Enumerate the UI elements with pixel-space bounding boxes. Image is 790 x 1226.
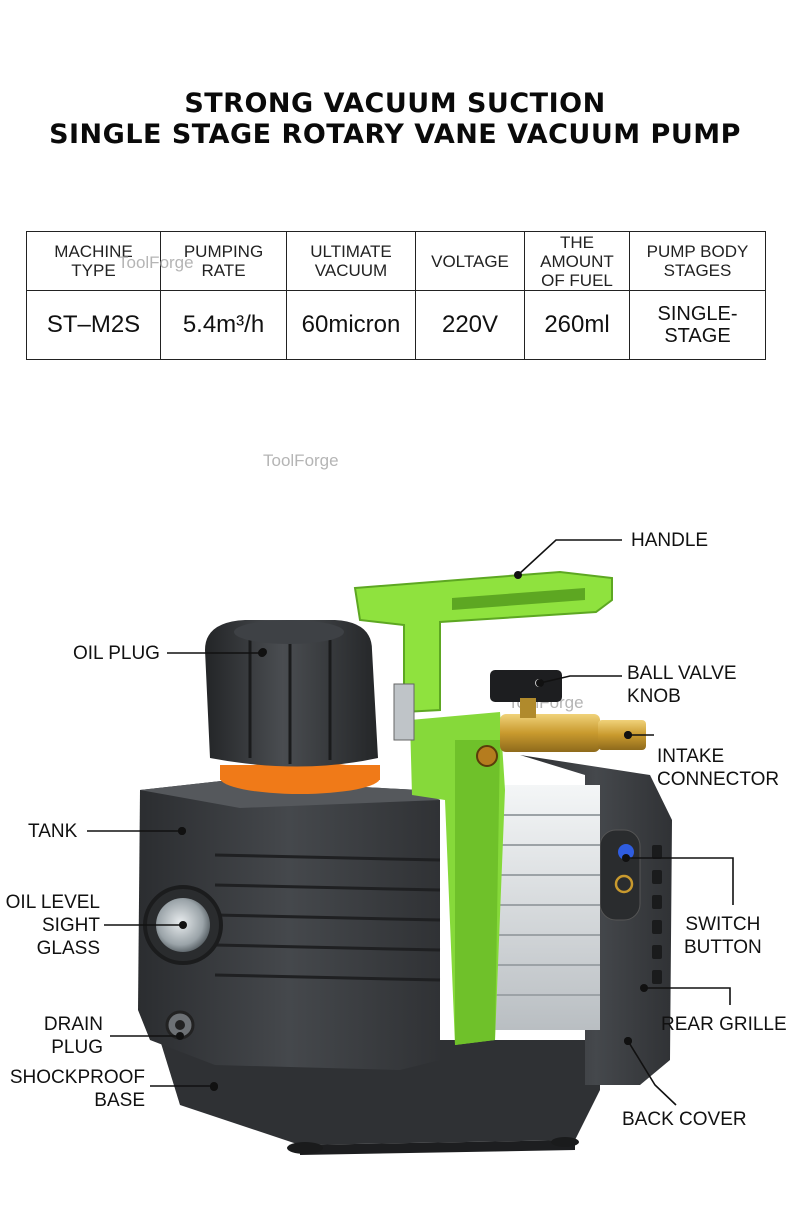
spec-value-cell: 60micron	[286, 290, 416, 360]
switch-button-shape	[618, 844, 634, 860]
spec-value-cell: 5.4m³/h	[160, 290, 287, 360]
handle-label: HANDLE	[631, 530, 709, 551]
oil-level-sight-glass-label: OIL LEVEL SIGHT GLASS	[5, 892, 100, 959]
intake-connector-label: INTAKE CONNECTOR	[657, 746, 780, 790]
tank-label: TANK	[28, 821, 78, 842]
page-title-line-2: SINGLE STAGE ROTARY VANE VACUUM PUMP	[49, 119, 741, 150]
drain-plug-label: DRAIN PLUG	[43, 1014, 103, 1058]
spec-table-value-row: ST–M2S 5.4m³/h 60micron 220V 260ml SINGL…	[26, 290, 766, 360]
watermark: ToolForge	[263, 451, 339, 470]
spec-value-cell: ST–M2S	[26, 290, 161, 360]
ball-valve-knob-shape	[490, 670, 562, 702]
handle-shape	[353, 570, 613, 714]
watermark: ToolForge	[118, 253, 194, 272]
spec-value-cell: 220V	[415, 290, 525, 360]
oil-plug-label: OIL PLUG	[73, 643, 160, 664]
spec-header-cell: ULTIMATE VACUUM	[286, 231, 416, 291]
spec-header-cell: VOLTAGE	[415, 231, 525, 291]
spec-header-cell: THE AMOUNT OF FUEL	[524, 231, 630, 291]
spec-table-header-row: MACHINE TYPE PUMPING RATE ULTIMATE VACUU…	[26, 231, 766, 291]
spec-value-cell: SINGLE- STAGE	[629, 290, 766, 360]
motor-fins-shape	[495, 785, 600, 1030]
ball-valve-body-shape	[500, 714, 600, 752]
tank-shape	[138, 780, 440, 1070]
switch-button-label: SWITCH BUTTON	[684, 914, 762, 958]
page-title-line-1: STRONG VACUUM SUCTION	[184, 88, 606, 119]
intake-connector-shape	[598, 720, 646, 750]
back-cover-label: BACK COVER	[622, 1109, 747, 1130]
ball-valve-knob-label: BALL VALVE KNOB	[627, 663, 737, 707]
spec-header-cell: MACHINE TYPE	[26, 231, 161, 291]
spec-table: MACHINE TYPE PUMPING RATE ULTIMATE VACUU…	[26, 231, 766, 360]
spec-value-cell: 260ml	[524, 290, 630, 360]
spec-header-cell: PUMPING RATE	[160, 231, 287, 291]
rear-grille-label: REAR GRILLE	[661, 1014, 787, 1035]
shockproof-base-label: SHOCKPROOF BASE	[9, 1067, 145, 1111]
